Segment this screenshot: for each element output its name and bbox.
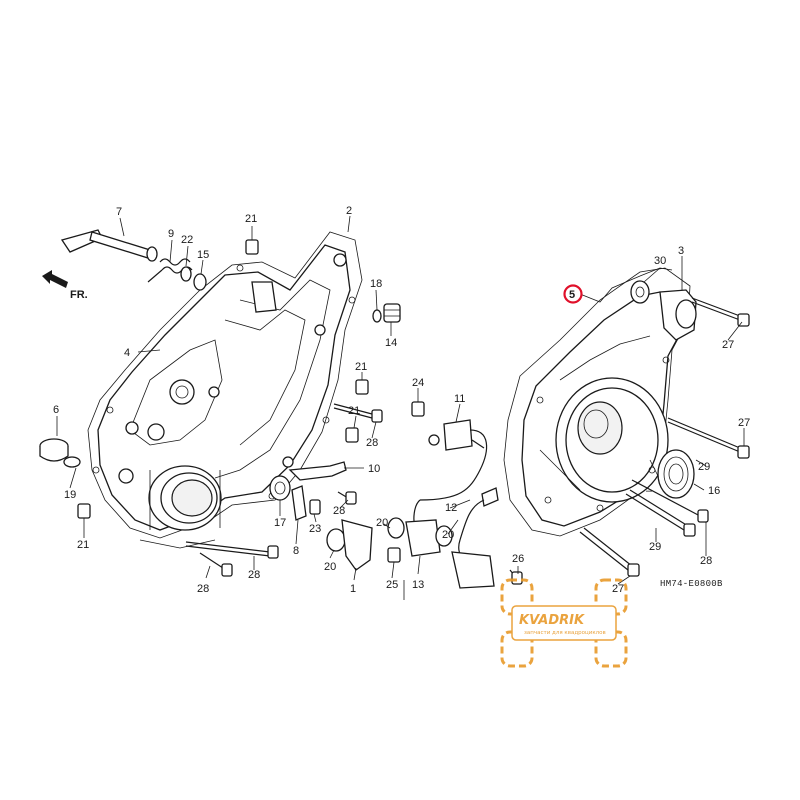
- callout-18: 18: [370, 278, 382, 290]
- callout-5: 5: [569, 289, 575, 301]
- o-ring-20-mid: [387, 517, 405, 539]
- callout-19: 19: [64, 489, 76, 501]
- callout-27-a: 27: [722, 339, 734, 351]
- bolt-26: [509, 569, 523, 585]
- washer-22: [180, 266, 192, 282]
- bolt-28-c: [199, 552, 233, 577]
- callout-8: 8: [293, 545, 299, 557]
- callout-4: 4: [124, 347, 130, 359]
- o-ring-20-right: [435, 525, 453, 547]
- callout-21-b: 21: [355, 361, 367, 373]
- callout-20-a: 20: [324, 561, 336, 573]
- callout-17: 17: [274, 517, 286, 529]
- callout-28-c: 28: [248, 569, 260, 581]
- bolt-28-d: [337, 491, 357, 505]
- callout-29-a: 29: [698, 461, 710, 473]
- callout-6: 6: [53, 404, 59, 416]
- sensor-11: [413, 419, 488, 531]
- callout-14: 14: [385, 337, 397, 349]
- bolt-29: [625, 489, 696, 537]
- kvadrik-watermark: KVADRIK запчасти для квадроциклов: [500, 578, 628, 668]
- callout-10: 10: [368, 463, 380, 475]
- left-crankcase-cover: [87, 231, 363, 549]
- arm-10: [288, 461, 347, 481]
- watermark-brand: KVADRIK: [519, 613, 585, 628]
- o-ring-18: [372, 309, 382, 323]
- callout-11: 11: [454, 393, 465, 405]
- bolt-27-top: [691, 297, 750, 327]
- callout-7: 7: [116, 206, 122, 218]
- drawing-code: HM74-E0800B: [660, 579, 723, 589]
- callout-28-e: 28: [700, 555, 712, 567]
- callout-21-d: 21: [77, 539, 89, 551]
- bolt-23: [309, 499, 321, 515]
- sensor-24: [411, 401, 425, 417]
- front-label: FR.: [70, 289, 88, 301]
- callout-1: 1: [350, 583, 356, 595]
- dowel-pin-21-low: [345, 427, 359, 443]
- dowel-pin-21-left: [77, 503, 91, 519]
- highlighted-callout-5[interactable]: 5: [563, 284, 583, 304]
- callout-dash-16: –: [646, 485, 653, 497]
- oil-seal-16: [657, 449, 695, 499]
- callout-23: 23: [309, 523, 321, 535]
- cover-13: [405, 519, 441, 557]
- o-ring-20-left: [326, 528, 346, 552]
- callout-20-c: 20: [442, 529, 454, 541]
- bolt-28-right: [631, 479, 709, 523]
- plug-14: [383, 303, 401, 323]
- callout-20-b: 20: [376, 517, 388, 529]
- bearing-30: [630, 280, 650, 304]
- watermark-tagline: запчасти для квадроциклов: [524, 630, 606, 636]
- callout-28-b: 28: [333, 505, 345, 517]
- bolt-27-mid: [667, 417, 750, 459]
- oil-seal-15: [193, 273, 207, 291]
- callout-2: 2: [346, 205, 352, 217]
- dowel-pin-21-mid: [355, 379, 369, 395]
- front-arrow: FR.: [42, 270, 88, 301]
- callout-28-a: 28: [366, 437, 378, 449]
- bolt-28-a: [333, 403, 383, 423]
- callout-13: 13: [412, 579, 424, 591]
- callout-29-b: 29: [649, 541, 661, 553]
- leader-lines: [56, 215, 745, 585]
- callout-25: 25: [386, 579, 398, 591]
- sensor-12: [458, 487, 499, 565]
- callout-24: 24: [412, 377, 424, 389]
- callout-12: 12: [445, 502, 457, 514]
- callout-9: 9: [168, 228, 174, 240]
- callout-27-b: 27: [738, 417, 750, 429]
- callout-3: 3: [678, 245, 684, 257]
- bearing-17: [269, 475, 291, 501]
- cover-plate-12: [451, 551, 495, 589]
- callout-21-a: 21: [245, 213, 257, 225]
- callout-30: 30: [654, 255, 666, 267]
- callout-16: 16: [708, 485, 720, 497]
- shift-shaft: [60, 229, 158, 262]
- callout-labels: 7 9 22 15 21 2 4 18 14 21 21 28 6 19 21 …: [53, 205, 750, 595]
- shaft-8: [291, 485, 307, 521]
- callout-22: 22: [181, 234, 193, 246]
- callout-15: 15: [197, 249, 209, 261]
- callout-26: 26: [512, 553, 524, 565]
- callout-28-d: 28: [197, 583, 209, 595]
- callout-27-c: 27: [612, 583, 624, 595]
- bolt-28-b: [185, 541, 279, 559]
- dowel-pin-21-top: [245, 239, 259, 255]
- bolt-27-low: [579, 527, 640, 577]
- guide-plate-1: [341, 519, 373, 571]
- callout-21-c: 21: [348, 405, 360, 417]
- bolt-25: [387, 547, 401, 563]
- oil-filler-cap: [39, 438, 81, 468]
